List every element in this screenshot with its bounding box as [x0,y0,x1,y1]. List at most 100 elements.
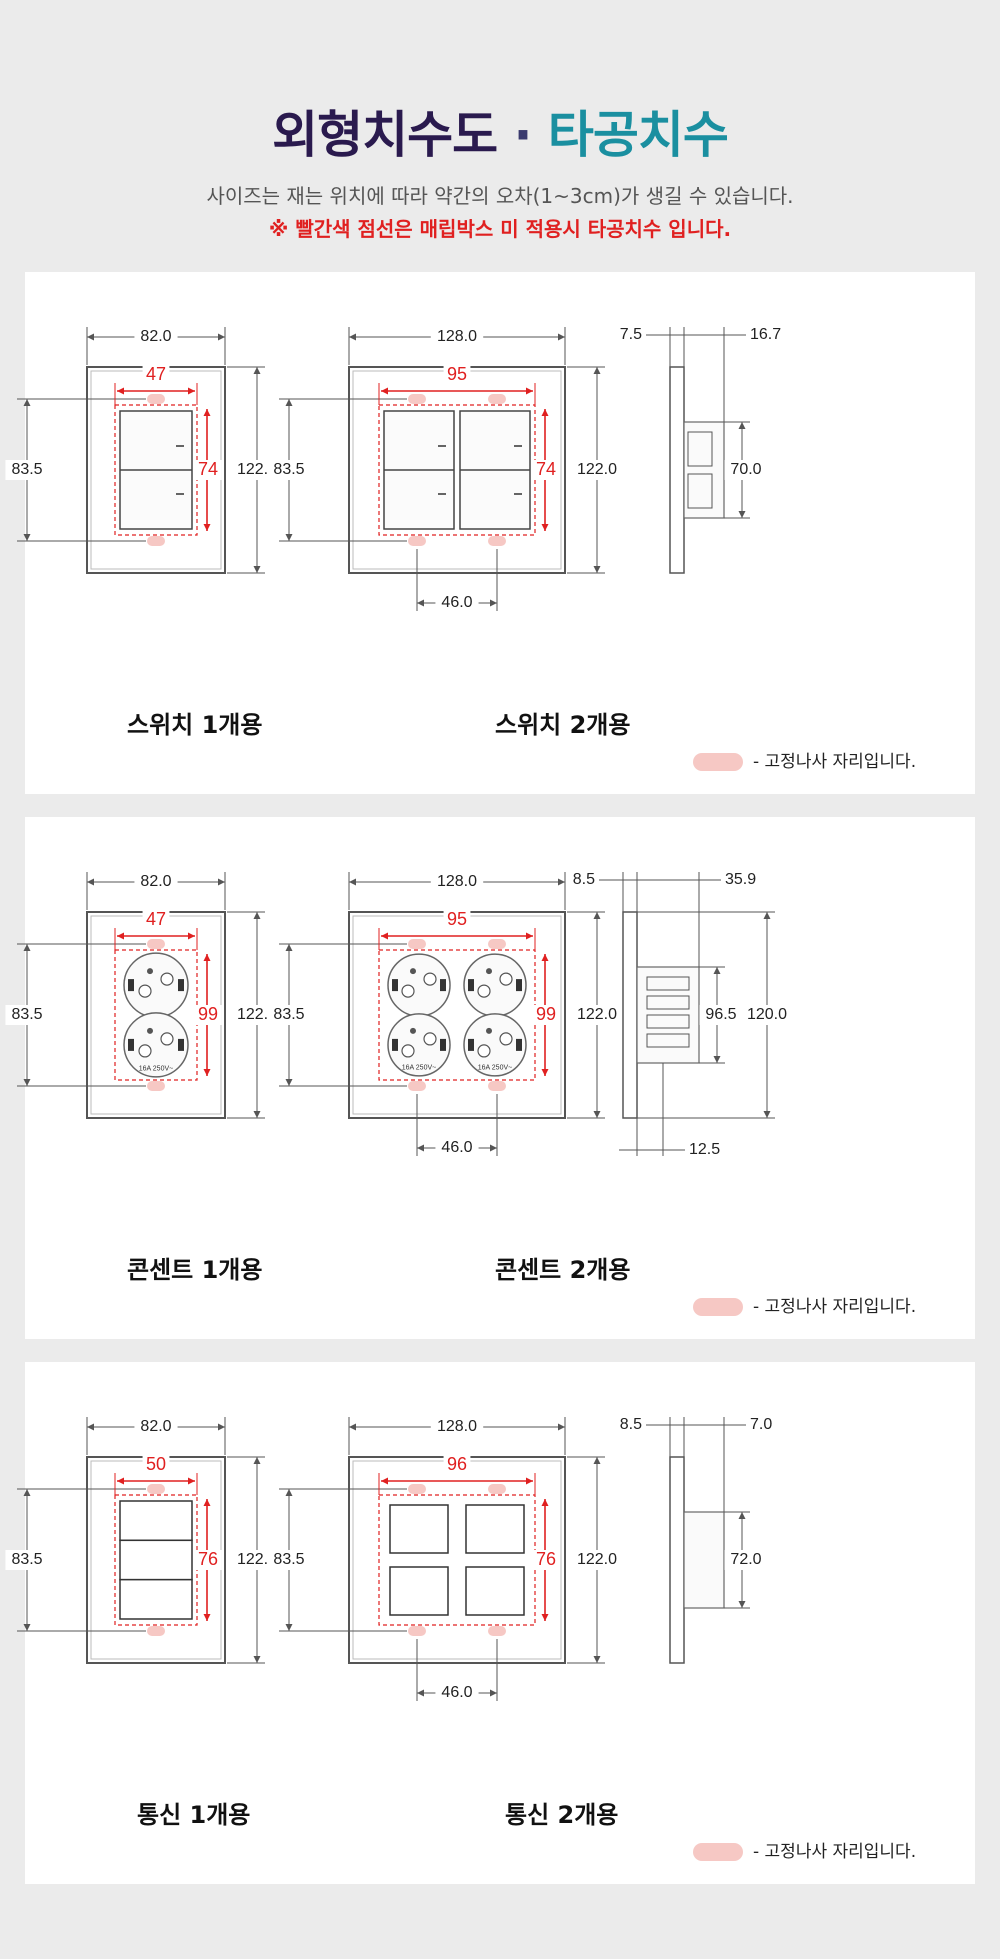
data-single-width-dim-head-right [218,1423,225,1431]
outlet-single-height-text: 122.0 [237,1006,277,1023]
switch-side-h-dim-head-top [738,422,746,429]
switch-double-gap-dim-head-bottom [285,534,293,541]
outlet-double-socket-top-1-ground-right [516,979,522,992]
data-double-height-dim-head-top [593,1457,601,1464]
data-single-hole-width-text: 50 [146,1454,166,1474]
switch-single-width-dim-head-left [87,333,94,341]
data-double-hole-height-text: 76 [536,1549,556,1569]
switch-double-width-text-bg [430,327,484,347]
title-dot: · [513,106,533,164]
outlet-double-socket-top-0-ground-left [392,979,398,992]
outlet-double-socket-bottom-0 [387,1013,451,1077]
outlet-single-socket-bottom-0-ground-right [178,1038,184,1051]
switch-double-pitch-text-bg [435,593,479,613]
switch-double-width-text: 128.0 [437,328,477,345]
data-double-screw-top-0 [408,1484,426,1494]
data-side-h-text: 72.0 [730,1551,761,1568]
data-double-hole-width-text: 96 [447,1454,467,1474]
outlet-double-gap-text: 83.5 [273,1006,304,1023]
notice: ※ 빨간색 점선은 매립박스 미 적용시 타공치수 입니다. [268,217,732,241]
outlet-double-socket-bottom-1-ground-right [516,1038,522,1051]
outlet-double-screw-bottom-0 [408,1081,426,1091]
switch-double-label: 스위치 2개용 [495,711,631,739]
switch-double-hole-width-text-bg [443,365,471,385]
switch-single-hole-height-dim-head-bottom [203,524,211,531]
data-double-hole-height-text-bg [532,1550,560,1570]
data-double-hole-width-text-bg [443,1455,471,1475]
outlet-single-gap-dim-head-top [23,944,31,951]
data-double-hole-width-dim-head-left [381,1477,388,1485]
data-double-gap-text-bg [267,1550,311,1570]
data-single-hole-height-text-bg [194,1550,222,1570]
switch-double-screw-bottom-0 [408,536,426,546]
switch-single-width-dim-head-right [218,333,225,341]
outlet-double-socket-top-1-pin-right [499,972,513,986]
outlet-double-pitch-text-bg [435,1138,479,1158]
switch-double-height-text-bg [570,460,624,480]
data-double-gap-dim-head-bottom [285,1624,293,1631]
outlet-side-d2: 35.9 [725,871,756,888]
switch-diagram: 82.0122.083.54774128.0122.083.5957446.07… [5,326,781,613]
outlet-single-socket-top-0-pin-right [160,972,174,986]
switch-single-height-dim-head-top [253,367,261,374]
data-side-h-text-bg [724,1550,768,1570]
outlet-side-plate [622,911,638,1119]
outlet-double-socket-bottom-1 [463,1013,527,1077]
data-double-port-top-1 [465,1504,525,1554]
outlet-single-socket-bottom-0-screw [147,1027,153,1034]
data-double-label: 통신 2개용 [505,1801,619,1829]
outlet-double-socket-bottom-0-ground-left [392,1038,398,1051]
outlet-double-gap-text-bg [267,1005,311,1025]
data-side-h-dim-head-top [738,1512,746,1519]
legend-text: - 고정나사 자리입니다. [753,752,917,772]
switch-double-hole-height-text: 74 [536,459,556,479]
data-double-height-dim-head-bottom [593,1656,601,1663]
screw-legend: - 고정나사 자리입니다. [693,1837,916,1862]
outlet-side-h2-dim-head-top [763,912,771,919]
data-side-plate [669,1456,685,1664]
switch-side-d1: 7.5 [620,326,642,343]
data-single-width-dim-head-left [87,1423,94,1431]
data-double-port-bottom-1 [465,1566,525,1616]
switch-side-d2: 16.7 [750,326,781,343]
outlet-side-h-dim-head-bottom [713,1056,721,1063]
data-single-screw-top-0 [147,1484,165,1494]
outlet-single-hole-width-dim-head-left [117,932,124,940]
data-side-body [683,1511,725,1609]
switch-side-clip-bottom [687,473,713,509]
switch-side-h-text: 70.0 [730,461,761,478]
switch-double-screw-top-1 [488,394,506,404]
outlet-double-pitch-text: 46.0 [441,1139,472,1156]
outlet-side-h2-text: 120.0 [747,1006,787,1023]
switch-single-hole-width-dim-head-left [117,387,124,395]
data-side-d1: 8.5 [620,1416,642,1433]
switch-double-pitch-dim-head-right [490,599,497,607]
switch-double-hole-height-text-bg [532,460,560,480]
outlet-single-socket-top-0-ground-right [178,979,184,992]
screw-pill-icon [693,753,743,771]
outlet-double-height-dim-head-top [593,912,601,919]
data-double-gap-dim-head-top [285,1489,293,1496]
data-single-hole-width-text-bg [142,1455,170,1475]
switch-single-hole-width-text-bg [142,365,170,385]
data-double-plate [348,1456,566,1664]
outlet-double-hole-height-text-bg [532,1005,560,1025]
outlet-side-terminal-2 [646,1014,690,1029]
data-double-port-top-0 [389,1504,449,1554]
outlet-double-socket-bottom-1-rating: 16A 250V~ [478,1065,512,1072]
outlet-single-width-text-bg [134,872,178,892]
switch-double-hole-width-text: 95 [447,364,467,384]
data-single-width-text-bg [134,1417,178,1437]
outlet-single-socket-bottom-0-rating: 16A 250V~ [139,1066,173,1073]
data-side-d2: 7.0 [750,1416,772,1433]
data-double-screw-bottom-1 [488,1626,506,1636]
subtitle: 사이즈는 재는 위치에 따라 약간의 오차(1~3cm)가 생길 수 있습니다. [206,184,794,208]
outlet-single-gap-text-bg [5,1005,49,1025]
switch-single-screw-top-0 [147,394,165,404]
switch-side-body [683,421,725,519]
outlet-double-socket-top-1-pin-left [477,984,491,998]
outlet-side-terminal-1 [646,995,690,1010]
outlet-side-h-text: 96.5 [705,1006,736,1023]
